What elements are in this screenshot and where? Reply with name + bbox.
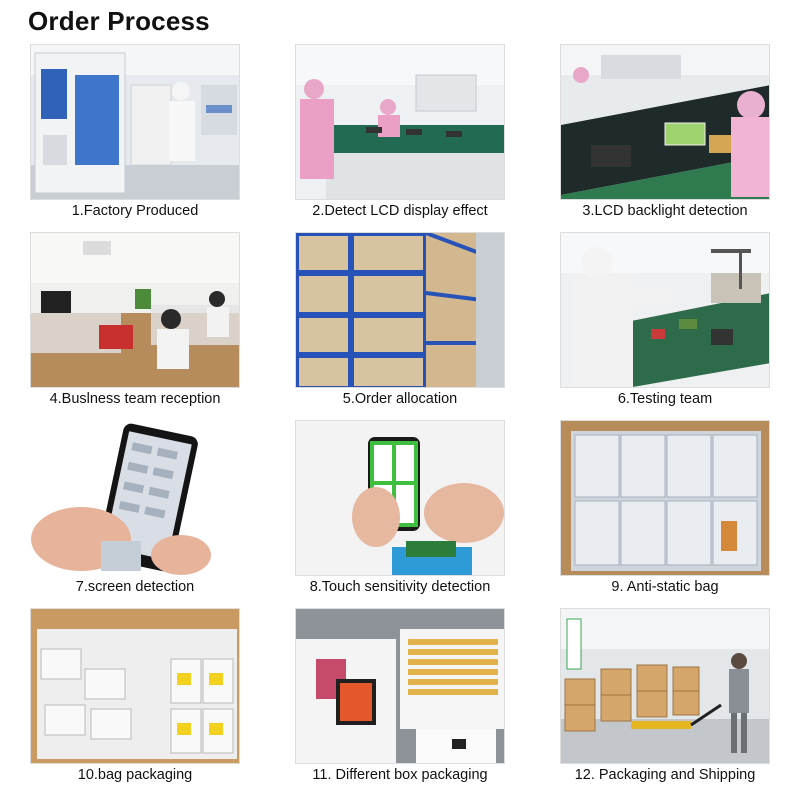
step-caption: 4.Buslness team reception <box>49 391 221 407</box>
step-caption: 3.LCD backlight detection <box>582 203 748 219</box>
anti-static-bags-photo <box>560 420 770 576</box>
shipping-warehouse-photo <box>560 608 770 764</box>
step-caption: 6.Testing team <box>617 391 713 407</box>
step-7-screen-detection: 7.screen detection <box>30 420 240 600</box>
step-caption: 11. Different box packaging <box>312 767 488 783</box>
step-12-shipping: 12. Packaging and Shipping <box>560 608 770 788</box>
touch-test-photo <box>295 420 505 576</box>
box-packaging-photo <box>295 608 505 764</box>
step-caption: 12. Packaging and Shipping <box>574 767 756 783</box>
step-10-bag-packaging: 10.bag packaging <box>30 608 240 788</box>
step-caption: 2.Detect LCD display effect <box>312 203 488 219</box>
step-11-box-packaging: 11. Different box packaging <box>295 608 505 788</box>
step-5-order-allocation: 5.Order allocation <box>295 232 505 412</box>
step-caption: 10.bag packaging <box>77 767 193 783</box>
screen-detection-photo <box>30 420 240 576</box>
testing-team-photo <box>560 232 770 388</box>
step-caption: 1.Factory Produced <box>71 203 199 219</box>
step-caption: 7.screen detection <box>75 579 195 595</box>
step-1-factory-produced: 1.Factory Produced <box>30 44 240 224</box>
factory-photo <box>30 44 240 200</box>
warehouse-shelves-photo <box>295 232 505 388</box>
step-6-testing-team: 6.Testing team <box>560 232 770 412</box>
step-caption: 8.Touch sensitivity detection <box>309 579 491 595</box>
step-2-detect-lcd: 2.Detect LCD display effect <box>295 44 505 224</box>
step-9-anti-static-bag: 9. Anti-static bag <box>560 420 770 600</box>
backlight-test-photo <box>560 44 770 200</box>
step-caption: 5.Order allocation <box>342 391 458 407</box>
office-photo <box>30 232 240 388</box>
page-title: Order Process <box>28 6 210 36</box>
step-3-backlight-detection: 3.LCD backlight detection <box>560 44 770 224</box>
step-caption: 9. Anti-static bag <box>611 579 719 595</box>
step-4-business-team: 4.Buslness team reception <box>30 232 240 412</box>
step-8-touch-sensitivity: 8.Touch sensitivity detection <box>295 420 505 600</box>
lcd-inspection-photo <box>295 44 505 200</box>
bag-packaging-photo <box>30 608 240 764</box>
